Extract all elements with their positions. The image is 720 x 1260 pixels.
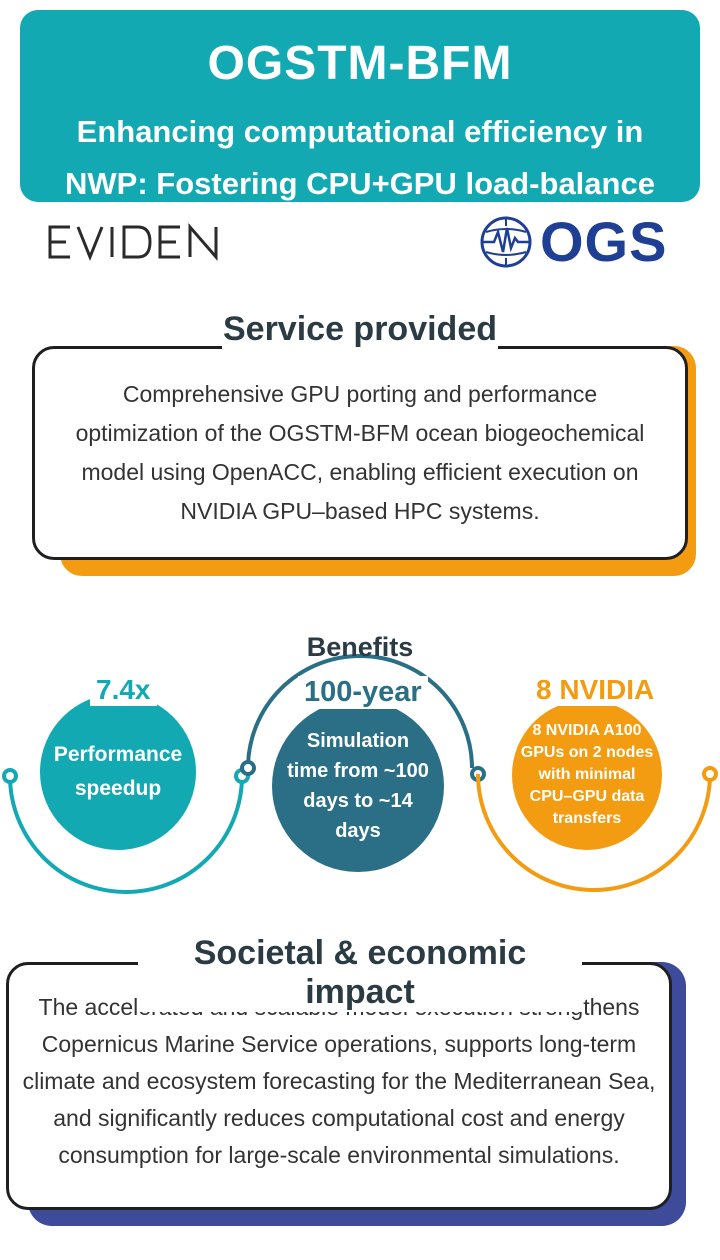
service-description: Comprehensive GPU porting and performanc… bbox=[75, 381, 645, 524]
ogs-logo-text: OGS bbox=[540, 210, 668, 273]
impact-box: The accelerated and scalable model execu… bbox=[6, 962, 672, 1210]
header-banner: OGSTM-BFM Enhancing computational effici… bbox=[20, 10, 700, 202]
benefit-2-text: Simulation time from ~100 days to ~14 da… bbox=[287, 730, 429, 842]
benefit-1-circle: Performance speedup bbox=[40, 694, 196, 850]
benefit-3-text: 8 NVIDIA A100 GPUs on 2 nodes with minim… bbox=[520, 722, 654, 827]
benefit-3-label: 8 NVIDIA bbox=[530, 674, 661, 706]
eviden-logo bbox=[44, 222, 244, 262]
service-heading-overlay: Service provided bbox=[222, 310, 498, 349]
impact-description: The accelerated and scalable model execu… bbox=[22, 994, 656, 1168]
benefit-2-arc-left-dot bbox=[240, 760, 256, 776]
benefit-3-circle: 8 NVIDIA A100 GPUs on 2 nodes with minim… bbox=[512, 700, 662, 850]
page-title: OGSTM-BFM bbox=[207, 37, 513, 90]
impact-heading: Societal & economic impact bbox=[138, 934, 582, 1012]
benefit-1-arc-left-dot bbox=[2, 768, 18, 784]
globe-icon bbox=[480, 216, 532, 268]
benefit-1-label: 7.4x bbox=[90, 674, 157, 706]
benefit-1-text: Performance speedup bbox=[53, 743, 183, 800]
benefit-2-circle: Simulation time from ~100 days to ~14 da… bbox=[272, 700, 444, 872]
benefit-3-arc bbox=[476, 773, 712, 892]
benefit-2-arc bbox=[246, 654, 474, 769]
page-subtitle: Enhancing computational efficiency in NW… bbox=[65, 114, 655, 201]
benefits-heading: Benefits bbox=[306, 632, 414, 662]
benefit-1-arc bbox=[8, 775, 244, 894]
benefits-arcs bbox=[2, 654, 718, 894]
benefit-2-label: 100-year bbox=[298, 676, 428, 709]
service-box: Comprehensive GPU porting and performanc… bbox=[32, 346, 688, 560]
benefit-3-arc-right-dot bbox=[702, 766, 718, 782]
eviden-logo-mark bbox=[48, 222, 218, 262]
ogs-logo: OGS bbox=[478, 214, 688, 270]
